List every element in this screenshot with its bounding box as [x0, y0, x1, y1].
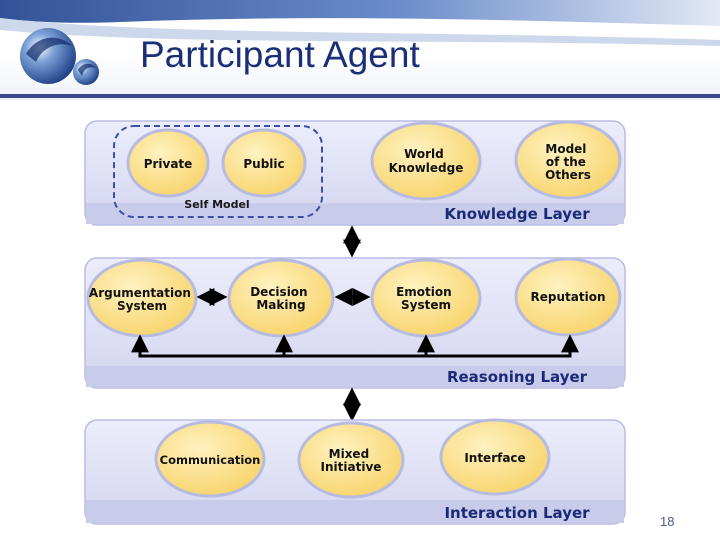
svg-text:World Knowledge: World Knowledge — [389, 147, 464, 175]
svg-text:Decision Making: Decision Making — [250, 285, 312, 312]
node-world-knowledge-label-1: World — [404, 147, 444, 161]
node-decision-label-1: Decision — [250, 285, 307, 299]
node-argumentation-label-2: System — [117, 299, 167, 313]
interaction-layer: Communication Mixed Initiative Interface… — [84, 418, 626, 525]
node-communication-label: Communication — [160, 453, 261, 467]
node-mixed-initiative — [297, 421, 405, 499]
slide-title: Participant Agent — [140, 34, 420, 75]
svg-text:Mixed Initiative: Mixed Initiative — [321, 447, 382, 474]
reasoning-layer-label: Reasoning Layer — [447, 368, 588, 386]
header-swoosh — [0, 0, 720, 46]
node-world-knowledge — [370, 121, 482, 201]
header-divider — [0, 94, 720, 98]
node-interface — [439, 418, 551, 496]
knowledge-layer-label: Knowledge Layer — [444, 205, 590, 223]
node-argumentation-label-1: Argumentation — [89, 286, 191, 300]
node-private — [126, 128, 210, 198]
node-public — [221, 128, 307, 198]
page-number: 18 — [660, 514, 675, 529]
interaction-layer-label: Interaction Layer — [444, 504, 590, 522]
node-decision-label-2: Making — [256, 298, 305, 312]
node-model-of-others-label-2: of the — [546, 155, 586, 169]
node-private-label: Private — [144, 157, 193, 171]
node-emotion-label-1: Emotion — [396, 285, 452, 299]
svg-text:Emotion System: Emotion System — [396, 285, 456, 312]
node-emotion-label-2: System — [401, 298, 451, 312]
node-model-of-others — [514, 120, 622, 200]
node-model-of-others-label-3: Others — [545, 168, 591, 182]
self-model-label: Self Model — [184, 198, 249, 211]
node-public-label: Public — [243, 157, 284, 171]
node-world-knowledge-label-2: Knowledge — [389, 161, 464, 175]
svg-text:Argumentation System: Argumentation System — [89, 286, 195, 313]
node-mixed-initiative-label-2: Initiative — [321, 460, 382, 474]
node-interface-label: Interface — [464, 451, 525, 465]
reasoning-layer: Argumentation System Decision Making Emo… — [84, 257, 626, 389]
node-reputation-label: Reputation — [531, 290, 606, 304]
node-communication — [154, 420, 266, 498]
knowledge-layer: Self Model Private Public World Knowledg… — [84, 120, 626, 226]
node-mixed-initiative-label-1: Mixed — [329, 447, 370, 461]
slide-header: Participant Agent — [0, 0, 720, 100]
node-model-of-others-label-1: Model — [545, 142, 586, 156]
logo-icon — [20, 28, 99, 85]
svg-text:Model of the Other: Model of the Others — [545, 142, 591, 182]
self-model-boundary — [113, 125, 323, 218]
